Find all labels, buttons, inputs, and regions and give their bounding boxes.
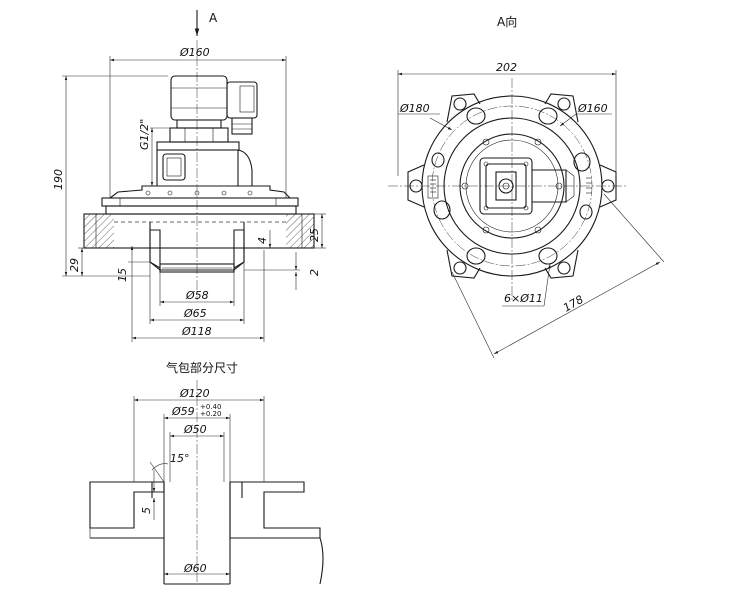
nameplate-marks bbox=[427, 175, 592, 199]
dim-d60-label: Ø60 bbox=[183, 562, 207, 575]
a-view: A向 bbox=[388, 14, 665, 359]
dim-h25: 25 bbox=[308, 213, 326, 249]
dim-d118-label: Ø118 bbox=[181, 325, 212, 338]
dim-d180-label: Ø180 bbox=[399, 102, 430, 115]
solenoid-coil bbox=[170, 75, 258, 135]
dim-d65-label: Ø65 bbox=[183, 307, 207, 320]
dim-h4-label: 4 bbox=[256, 237, 269, 244]
chamber-title: 气包部分尺寸 bbox=[166, 360, 238, 375]
dim-d50-label: Ø50 bbox=[183, 423, 207, 436]
dim-h5: 5 bbox=[140, 470, 164, 520]
dim-h29-label: 29 bbox=[68, 258, 81, 272]
dim-d160-label: Ø160 bbox=[179, 46, 210, 59]
dim-d120: Ø120 bbox=[133, 387, 265, 482]
dim-d60: Ø60 bbox=[164, 562, 230, 576]
chamber-section: 气包部分尺寸 Ø120 bbox=[89, 360, 324, 585]
upper-housing bbox=[101, 185, 299, 215]
dim-angle-label: 15° bbox=[170, 452, 190, 465]
dim-d120-label: Ø120 bbox=[179, 387, 210, 400]
dim-d50: Ø50 bbox=[169, 423, 225, 482]
dim-h190-label: 190 bbox=[52, 169, 65, 190]
dim-d58-label: Ø58 bbox=[185, 289, 209, 302]
chamber-left-wall bbox=[89, 481, 165, 584]
dim-h15-label: 15 bbox=[116, 268, 129, 282]
dim-d178-label: 178 bbox=[561, 293, 586, 315]
dim-d59-tol-lower: +0.20 bbox=[200, 410, 221, 418]
coil-top-view bbox=[479, 157, 575, 215]
dim-h2-label: 2 bbox=[308, 269, 321, 276]
dim-h15: 15 bbox=[116, 246, 150, 288]
dim-thread-label: G1/2" bbox=[138, 119, 151, 150]
dim-thread: G1/2" bbox=[138, 119, 170, 186]
dim-h190: 190 bbox=[52, 75, 168, 277]
dim-holes-label: 6×Ø11 bbox=[504, 292, 543, 305]
pilot-body bbox=[156, 149, 253, 187]
dim-d160-top-label: Ø160 bbox=[577, 102, 608, 115]
mounting-holes bbox=[431, 107, 593, 265]
dim-d180: Ø180 bbox=[398, 102, 453, 131]
dim-d178: 178 bbox=[451, 193, 665, 359]
dim-d59-tol-upper: +0.40 bbox=[200, 403, 221, 411]
dim-h29: 29 bbox=[68, 247, 84, 276]
dim-d160-top: Ø160 bbox=[559, 102, 612, 127]
inner-body bbox=[459, 133, 565, 239]
dim-angle: 15° bbox=[149, 452, 190, 483]
a-view-title: A向 bbox=[497, 14, 517, 29]
dim-h5-label: 5 bbox=[140, 507, 153, 514]
dim-h4: 4 bbox=[256, 230, 272, 248]
valve-nut bbox=[156, 119, 240, 151]
chamber-right-wall bbox=[229, 481, 324, 585]
view-arrow-a: A bbox=[194, 10, 218, 36]
view-arrow-label: A bbox=[209, 11, 218, 25]
dim-h25-label: 25 bbox=[308, 228, 321, 242]
front-view: A bbox=[52, 10, 326, 342]
dim-d59: Ø59 +0.40 +0.20 bbox=[163, 403, 231, 482]
dim-d59-label: Ø59 bbox=[171, 405, 195, 418]
dim-w202: 202 bbox=[397, 61, 617, 176]
dim-d160: Ø160 bbox=[109, 46, 287, 198]
dim-h2: 2 bbox=[244, 252, 321, 290]
dim-w202-label: 202 bbox=[496, 61, 517, 74]
lower-flange bbox=[83, 213, 315, 273]
dim-bottom-diameters: Ø58 Ø65 Ø118 bbox=[131, 250, 265, 342]
